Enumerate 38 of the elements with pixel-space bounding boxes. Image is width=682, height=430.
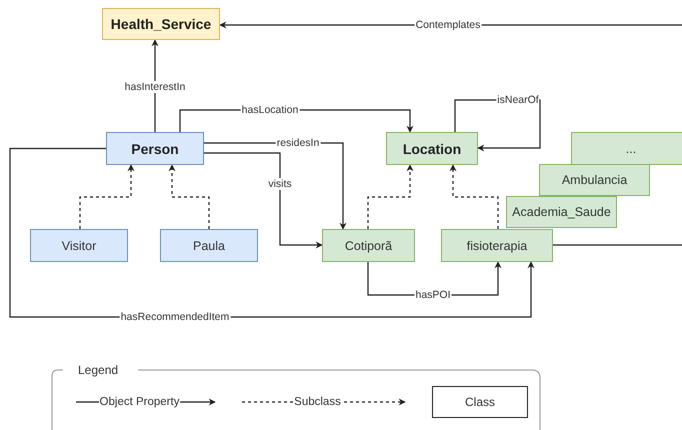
class-name: fisioterapia	[466, 238, 528, 252]
legend-title: Legend	[78, 363, 118, 377]
legend-text: Subclass	[293, 396, 342, 408]
edge-label: hasRecommendedItem	[120, 311, 230, 323]
legend-text: Class	[464, 395, 495, 409]
dashed-arrow	[79, 164, 134, 229]
class-name: Academia_Saude	[512, 205, 611, 219]
class-name: Paula	[193, 238, 225, 252]
class-name: Ambulancia	[562, 173, 628, 187]
edge-label: isNearOf	[496, 94, 540, 106]
edge-label: residesIn	[276, 137, 320, 149]
class-box	[539, 164, 650, 196]
edge-label: visits	[267, 178, 293, 190]
class-box	[106, 132, 204, 165]
arrow	[152, 39, 158, 132]
class-box	[160, 229, 258, 262]
class-box	[102, 8, 220, 40]
class-name: Person	[131, 140, 179, 156]
dashed-arrow	[168, 164, 210, 229]
class-name: Visitor	[62, 238, 96, 252]
class-box	[571, 132, 682, 165]
class-box	[30, 229, 128, 262]
edge-label: hasPOI	[414, 289, 452, 301]
class-name: Health_Service	[110, 16, 212, 32]
class-name: ...	[626, 142, 636, 156]
class-box	[506, 196, 617, 228]
dashed-arrow	[450, 164, 499, 229]
class-name: Location	[402, 140, 462, 156]
dashed-arrow	[367, 164, 414, 229]
class-box	[386, 132, 478, 165]
arrow	[204, 152, 323, 248]
legend-text: Object Property	[98, 396, 180, 408]
edge-label: Contemplates	[414, 19, 482, 31]
edge-label: hasLocation	[240, 104, 300, 116]
edge-label: hasInterestIn	[124, 81, 186, 93]
class-box	[441, 229, 553, 262]
class-box	[322, 229, 415, 262]
class-name: Cotiporã	[344, 238, 392, 252]
